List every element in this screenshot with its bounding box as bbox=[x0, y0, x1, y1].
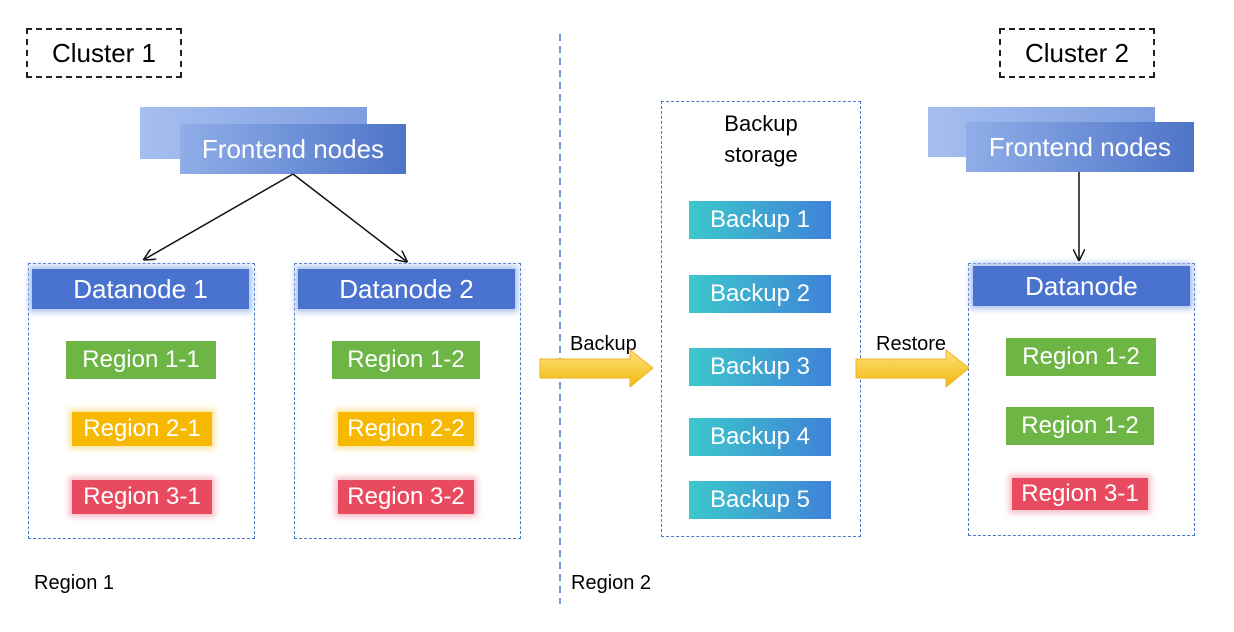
cluster-1-label: Cluster 1 bbox=[26, 28, 182, 78]
region-1-1-chip: Region 1-1 bbox=[66, 341, 216, 379]
edge-frontend-to-datanode-2 bbox=[292, 173, 406, 261]
cluster-2-label: Cluster 2 bbox=[999, 28, 1155, 78]
backup-2-block: Backup 2 bbox=[689, 275, 831, 313]
backup-4-block: Backup 4 bbox=[689, 418, 831, 456]
backup-storage-title-line1: Backup bbox=[724, 111, 798, 136]
datanode-2-header: Datanode 2 bbox=[298, 269, 515, 309]
restored-region-1-2-chip-b: Region 1-2 bbox=[1006, 407, 1154, 445]
backup-arrow-label: Backup bbox=[570, 333, 637, 355]
region-2-2-chip: Region 2-2 bbox=[338, 412, 474, 446]
frontend-nodes-2: Frontend nodes bbox=[966, 122, 1194, 172]
backup-3-block: Backup 3 bbox=[689, 348, 831, 386]
backup-storage-title-line2: storage bbox=[724, 142, 798, 167]
zone-right-label: Region 2 bbox=[571, 572, 652, 594]
restored-region-1-2-chip-a: Region 1-2 bbox=[1006, 338, 1156, 376]
region-1-2-chip: Region 1-2 bbox=[332, 341, 480, 379]
region-3-1-chip: Region 3-1 bbox=[72, 480, 212, 514]
backup-5-block: Backup 5 bbox=[689, 481, 831, 519]
frontend-nodes-1: Frontend nodes bbox=[180, 124, 406, 174]
backup-block-arrow bbox=[539, 348, 654, 389]
restore-arrow-label: Restore bbox=[876, 333, 947, 355]
backup-storage-group bbox=[661, 101, 861, 537]
region-2-1-chip: Region 2-1 bbox=[72, 412, 212, 446]
region-3-2-chip: Region 3-2 bbox=[338, 480, 474, 514]
zone-left-label: Region 1 bbox=[34, 572, 115, 594]
restore-block-arrow bbox=[855, 348, 970, 389]
datanode-3-header: Datanode bbox=[973, 266, 1190, 306]
restored-region-3-1-chip: Region 3-1 bbox=[1012, 478, 1148, 510]
backup-storage-title: Backup storage bbox=[661, 108, 861, 172]
datanode-1-header: Datanode 1 bbox=[32, 269, 249, 309]
edge-frontend-to-datanode-1 bbox=[145, 173, 294, 259]
backup-1-block: Backup 1 bbox=[689, 201, 831, 239]
